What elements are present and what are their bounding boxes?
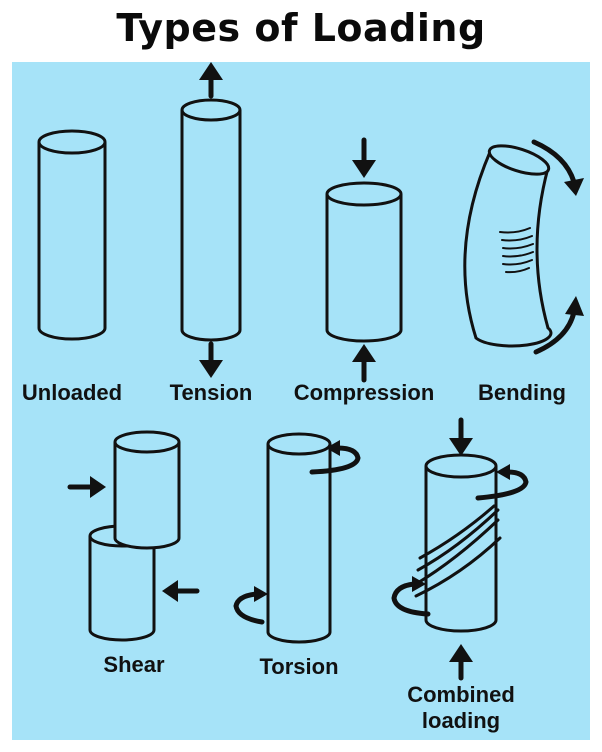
label-bending: Bending [478,380,566,405]
label-compression: Compression [294,380,435,405]
shear-upper-cylinder [113,430,181,550]
label-torsion: Torsion [259,654,338,679]
shear-arrow-left-icon [162,580,200,602]
combined-arrow-down-icon [449,417,473,456]
tension-arrow-up-icon [199,62,223,99]
combined-cylinder [414,453,502,633]
tension-cylinder [180,98,242,342]
combined-twist-arrow-top-icon [475,464,529,501]
label-tension: Tension [170,380,253,405]
bending-arrow-bottom-icon [533,296,584,355]
torsion-arrow-top-icon [309,440,361,475]
shear-arrow-right-icon [67,476,106,498]
bending-beam [463,144,553,348]
page-title: Types of Loading [116,6,486,50]
label-shear: Shear [103,652,165,677]
combined-twist-arrow-bottom-icon [391,576,431,617]
torsion-cylinder [266,432,332,644]
compression-cylinder [325,181,403,343]
unloaded-cylinder [37,129,107,341]
bending-arrow-top-icon [531,139,584,196]
label-combined-line2: loading [422,708,500,733]
torsion-arrow-bottom-icon [233,586,268,625]
label-combined-line1: Combined [407,682,515,707]
compression-arrow-down-icon [352,137,376,178]
tension-arrow-down-icon [199,341,223,378]
compression-arrow-up-icon [352,344,376,383]
combined-arrow-up-icon [449,644,473,681]
label-unloaded: Unloaded [22,380,122,405]
